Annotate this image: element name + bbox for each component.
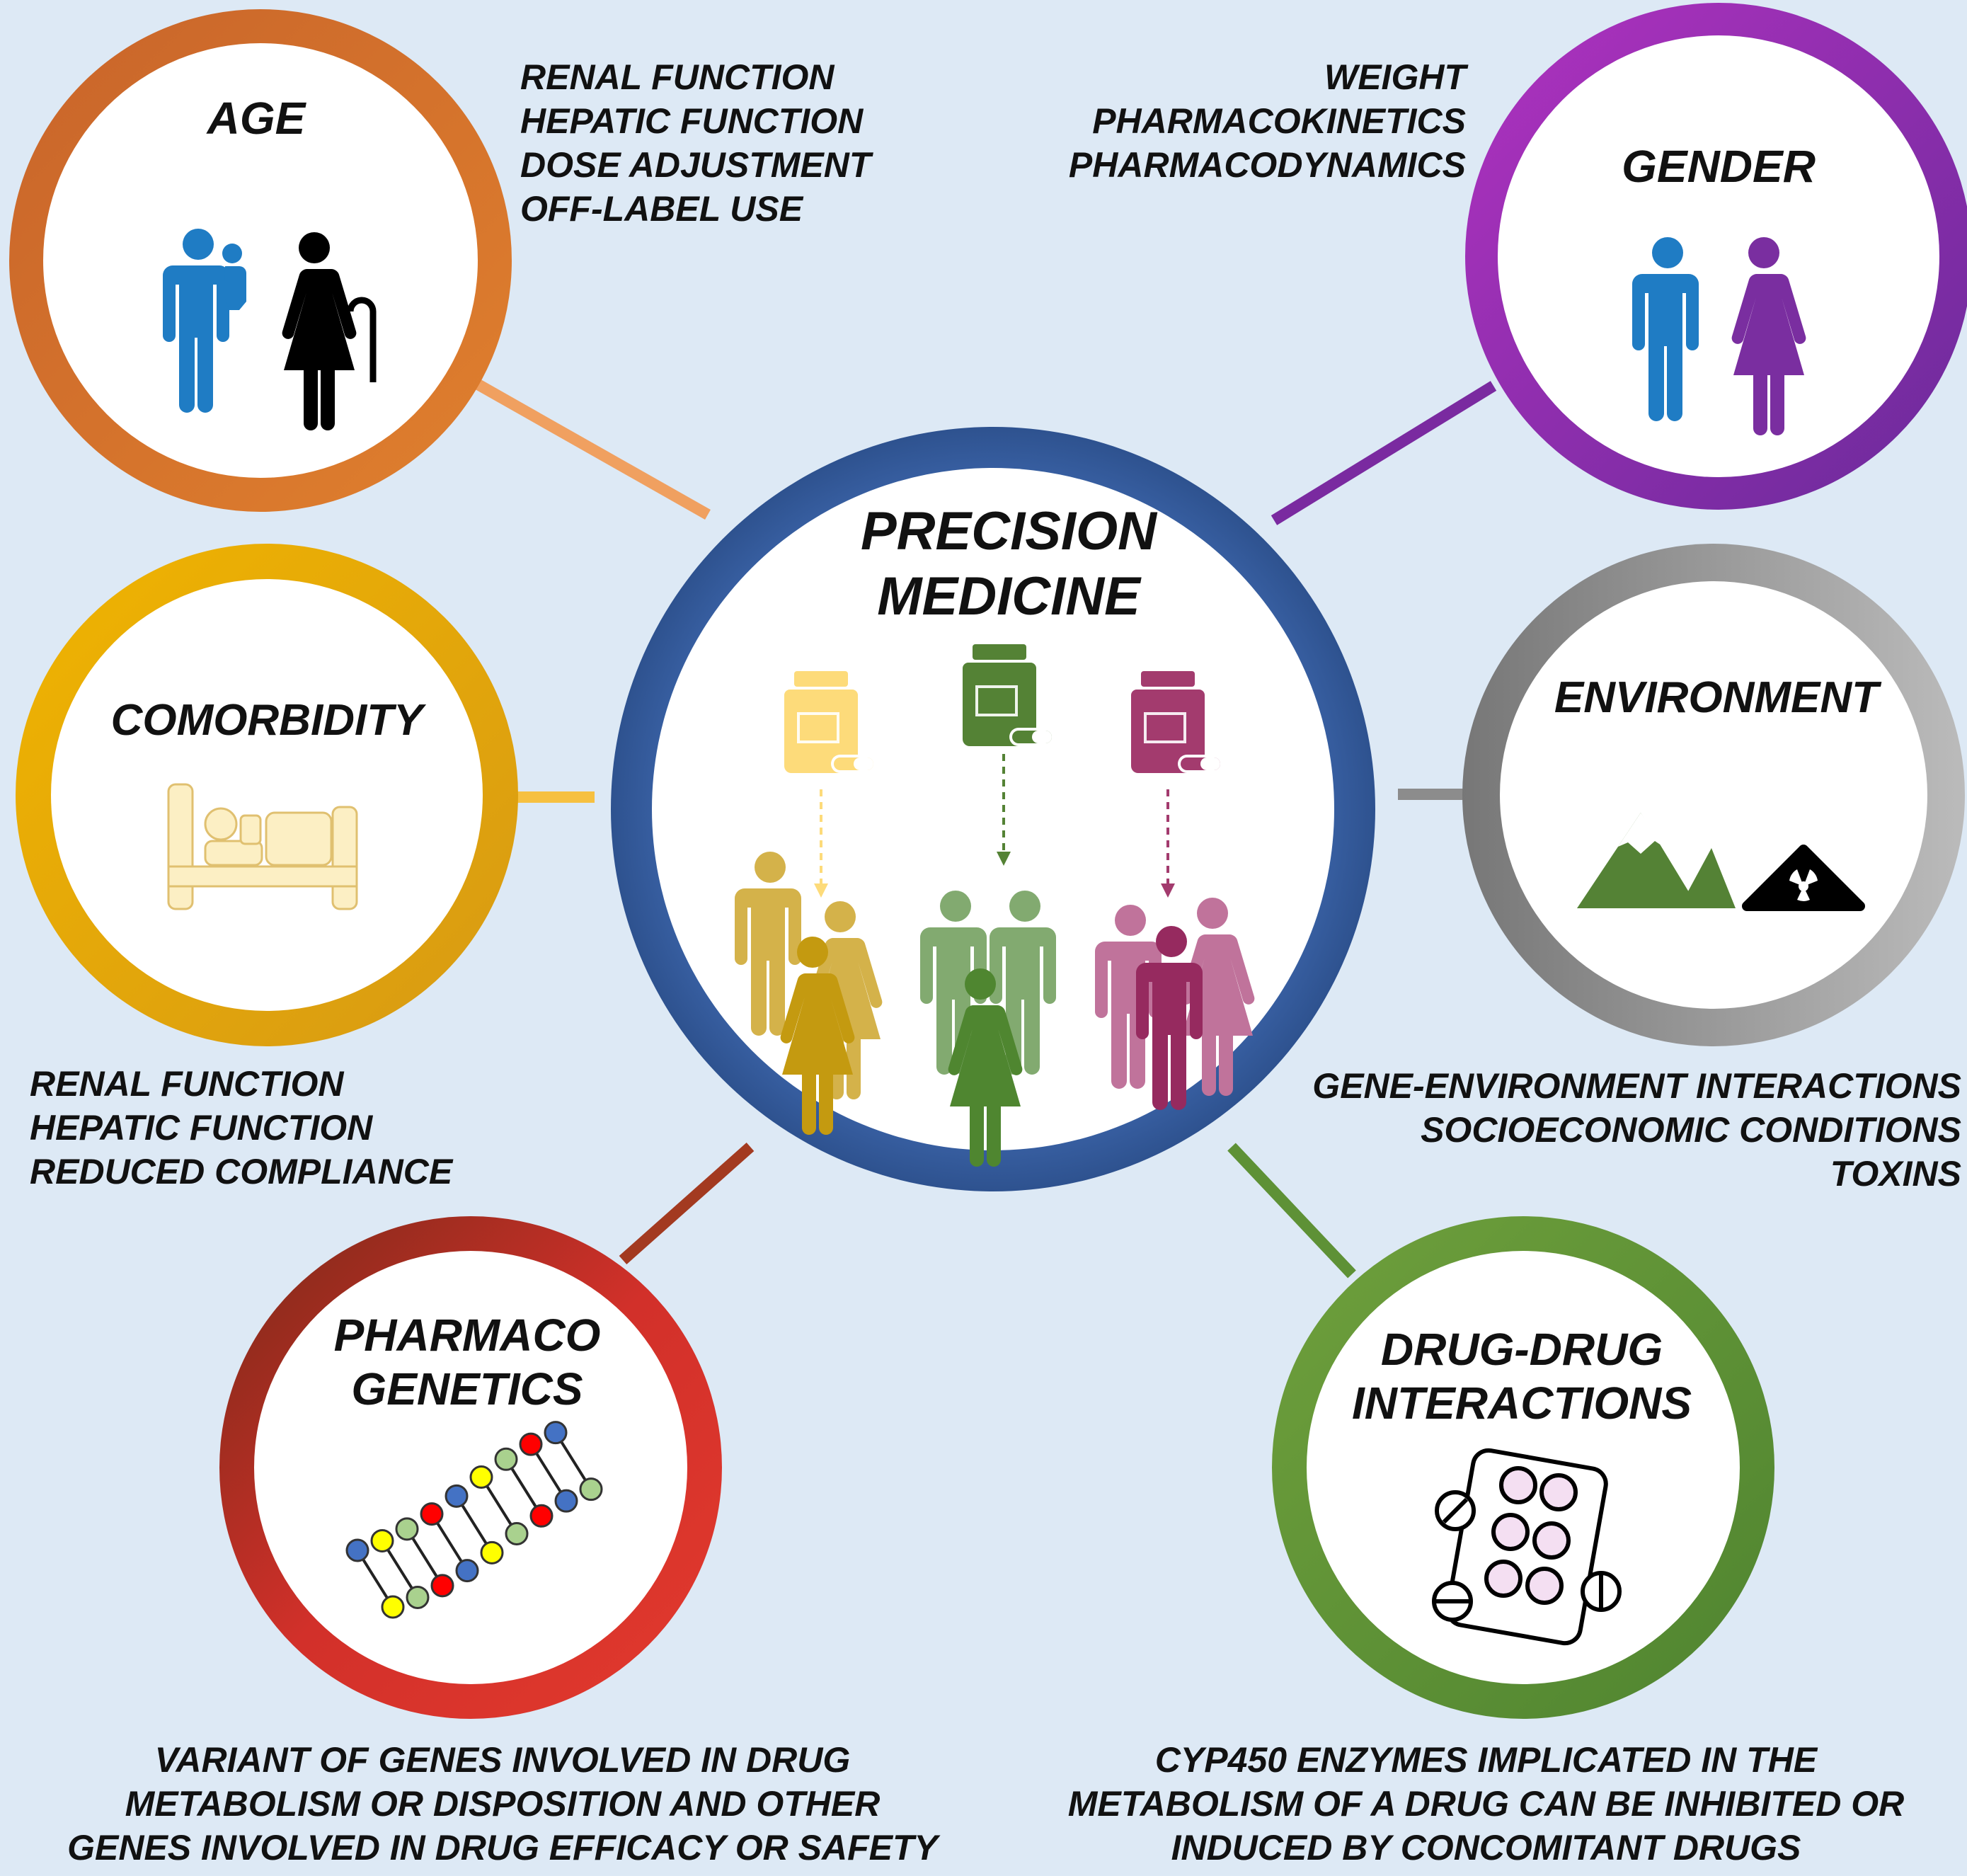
dna-base [455, 1559, 479, 1583]
center-title: PRECISION MEDICINE [750, 499, 1267, 629]
gender-notes: WEIGHT PHARMACOKINETICS PHARMACODYNAMICS [1069, 55, 1466, 187]
age-node [9, 9, 512, 512]
gender-note: PHARMACOKINETICS [1092, 101, 1466, 141]
pharmacogenetics-note: VARIANT OF GENES INVOLVED IN DRUG [154, 1740, 851, 1780]
gender-note: PHARMACODYNAMICS [1068, 145, 1466, 185]
dna-base [480, 1540, 504, 1565]
dna-base [554, 1489, 578, 1513]
dna-icon [345, 1421, 603, 1619]
dna-base [370, 1528, 394, 1552]
age-note: RENAL FUNCTION [520, 57, 835, 97]
mountains-icon [1577, 813, 1736, 908]
gender-note: WEIGHT [1324, 57, 1466, 97]
dna-base [529, 1504, 554, 1528]
ddi-notes: CYP450 ENZYMES IMPLICATED IN THE METABOL… [1005, 1738, 1967, 1870]
gender-title: GENDER [1622, 141, 1816, 192]
age-note: HEPATIC FUNCTION [520, 101, 864, 141]
ddi-note: CYP450 ENZYMES IMPLICATED IN THE [1154, 1740, 1818, 1780]
center-title-line1: PRECISION [860, 501, 1157, 561]
dna-base [469, 1465, 493, 1489]
dna-base [579, 1477, 603, 1502]
age-notes: RENAL FUNCTION HEPATIC FUNCTION DOSE ADJ… [520, 55, 871, 231]
dna-base [445, 1484, 469, 1508]
pharmacogenetics-notes: VARIANT OF GENES INVOLVED IN DRUG METABO… [0, 1738, 1005, 1870]
ddi-note: INDUCED BY CONCOMITANT DRUGS [1171, 1828, 1801, 1868]
dna-base [420, 1502, 444, 1526]
dna-base [430, 1574, 454, 1598]
age-note: DOSE ADJUSTMENT [520, 145, 871, 185]
pharmacogenetics-title-line1: PHARMACO [333, 1310, 601, 1361]
environment-notes: GENE-ENVIRONMENT INTERACTIONS SOCIOECONO… [1312, 1064, 1961, 1196]
environment-note: TOXINS [1830, 1154, 1961, 1194]
age-title: AGE [207, 93, 306, 144]
radiation-hazard-icon [1742, 845, 1865, 911]
connector-lines [471, 377, 1497, 1279]
pharmacogenetics-note: GENES INVOLVED IN DRUG EFFICACY OR SAFET… [67, 1828, 938, 1868]
pill-blister-icon [1432, 1448, 1622, 1646]
comorbidity-node [16, 544, 518, 1046]
comorbidity-notes: RENAL FUNCTION HEPATIC FUNCTION REDUCED … [30, 1062, 452, 1194]
dna-base [345, 1538, 369, 1562]
ddi-title: DRUG-DRUG INTERACTIONS [1302, 1322, 1741, 1430]
parent-with-child-icon [163, 229, 246, 413]
comorbidity-note: RENAL FUNCTION [30, 1064, 344, 1104]
environment-title: ENVIRONMENT [1554, 673, 1879, 722]
age-note: OFF-LABEL USE [520, 189, 803, 229]
environment-node [1462, 544, 1965, 1046]
pharmacogenetics-node [219, 1216, 722, 1719]
dna-base [406, 1585, 430, 1609]
comorbidity-title: COMORBIDITY [110, 696, 423, 745]
ddi-title-line2: INTERACTIONS [1352, 1378, 1692, 1429]
center-title-line2: MEDICINE [877, 566, 1140, 627]
environment-note: SOCIOECONOMIC CONDITIONS [1421, 1110, 1961, 1150]
arrow-icons [814, 754, 1175, 898]
pharmacogenetics-title-line2: GENETICS [351, 1363, 583, 1414]
dna-base [519, 1432, 543, 1456]
dna-base [544, 1421, 568, 1445]
pharmacogenetics-title: PHARMACO GENETICS [255, 1308, 679, 1416]
comorbidity-note: HEPATIC FUNCTION [30, 1108, 373, 1148]
comorbidity-note: REDUCED COMPLIANCE [30, 1152, 453, 1191]
gender-node [1465, 3, 1967, 510]
ddi-note: METABOLISM OF A DRUG CAN BE INHIBITED OR [1067, 1784, 1905, 1824]
dna-base [395, 1517, 419, 1541]
dna-base [494, 1447, 518, 1471]
elderly-woman-icon [282, 232, 377, 430]
ddi-title-line1: DRUG-DRUG [1380, 1324, 1663, 1375]
dna-base [505, 1521, 529, 1545]
dna-base [381, 1595, 405, 1619]
hospital-bed-icon [167, 783, 358, 910]
pharmacogenetics-note: METABOLISM OR DISPOSITION AND OTHER [125, 1784, 881, 1824]
environment-note: GENE-ENVIRONMENT INTERACTIONS [1312, 1066, 1961, 1106]
